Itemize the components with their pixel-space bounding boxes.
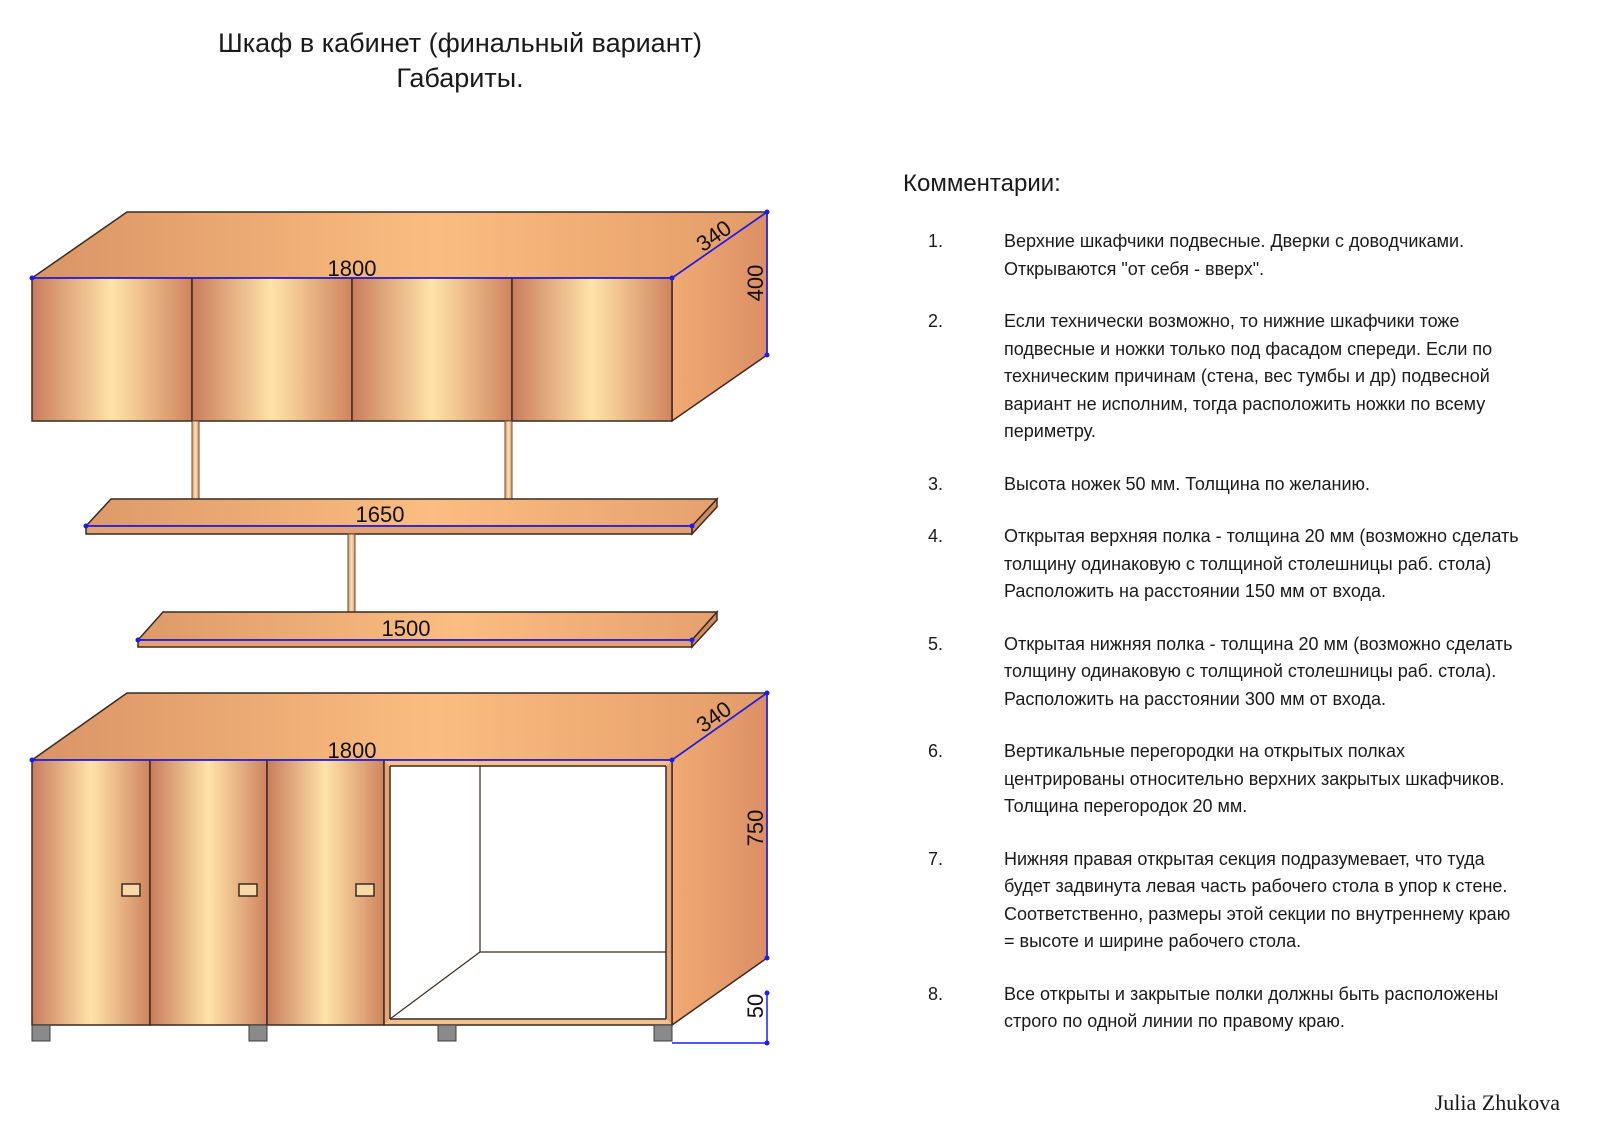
comment-text: Нижняя правая открытая секция подразумев… [1004, 848, 1511, 952]
comment-number: 2. [928, 311, 944, 331]
open-section [383, 759, 673, 1026]
door-handle [355, 883, 375, 897]
comment-number: 4. [928, 526, 944, 546]
comment-number: 3. [928, 473, 944, 494]
dim-lower-height: 750 [743, 810, 768, 847]
comment-number: 7. [928, 848, 944, 869]
drawing-subtitle: Габариты. [396, 63, 524, 93]
comment-item: 7. Нижняя правая открытая секция подразум… [928, 846, 1578, 956]
comment-number: 6. [928, 741, 944, 761]
comment-text: Верхние шкафчики подвесные. Дверки с дов… [1004, 231, 1465, 279]
upper-door [31, 277, 193, 422]
upper-cabinet [29, 210, 770, 423]
dimension-ticks [29, 209, 770, 1046]
cabinet-drawing: 1800 340 400 1650 1500 1800 340 750 50 [29, 209, 770, 1046]
comment-item: 4. Открытая верхняя полка - толщина 20 мм… [928, 523, 1578, 606]
dim-shelf-bottom: 1500 [382, 616, 431, 641]
cabinet-leg [31, 1024, 51, 1042]
comment-item: 2. Если технически возможно, то нижние шк… [928, 308, 1578, 446]
comment-text: Вертикальные перегородки на открытых пол… [1004, 741, 1505, 816]
comment-text: Высота ножек 50 мм. Толщина по желанию. [1004, 473, 1371, 494]
comment-number: 1. [928, 231, 944, 251]
drawing-title: Шкаф в кабинет (финальный вариант) [218, 28, 702, 58]
lower-cabinet-top [29, 692, 770, 761]
comment-item: 1. Верхние шкафчики подвесные. Дверки с д… [928, 228, 1578, 283]
cabinet-leg [653, 1024, 673, 1042]
dim-leg-height: 50 [743, 994, 768, 1018]
comment-number: 5. [928, 633, 944, 654]
comment-text: Открытая верхняя полка - толщина 20 мм (… [1004, 526, 1519, 601]
comment-item: 3. Высота ножек 50 мм. Толщина по желанию… [928, 471, 1578, 499]
dimension-lines [32, 211, 768, 1044]
dim-lower-width: 1800 [328, 738, 377, 763]
cabinet-leg [437, 1024, 457, 1042]
cabinet-leg [248, 1024, 268, 1042]
dim-shelf-top: 1650 [356, 502, 405, 527]
comment-item: 6. Вертикальные перегородки на открытых п… [928, 738, 1578, 821]
comment-text: Если технически возможно, то нижние шкаф… [1004, 311, 1493, 441]
author-signature: Julia Zhukova [1434, 1090, 1560, 1115]
door-handle [121, 883, 141, 897]
upper-door [191, 277, 353, 422]
upper-cabinet-top [29, 211, 770, 279]
comments-list: 1. Верхние шкафчики подвесные. Дверки с д… [928, 228, 1578, 1061]
upper-door [351, 277, 513, 422]
dim-upper-width: 1800 [328, 256, 377, 281]
comment-number: 8. [928, 983, 944, 1004]
comment-item: 5. Открытая нижняя полка - толщина 20 мм … [928, 631, 1578, 714]
dim-upper-height: 400 [743, 265, 768, 302]
door-handle [238, 883, 258, 897]
comment-text: Открытая нижняя полка - толщина 20 мм (в… [1004, 633, 1513, 709]
upper-door [511, 277, 673, 422]
comment-item: 8. Все открыты и закрытые полки должны бы… [928, 981, 1578, 1036]
comment-text: Все открыты и закрытые полки должны быть… [1004, 983, 1499, 1032]
open-shelf-bottom [136, 610, 719, 649]
lower-cabinet [29, 691, 770, 1042]
comments-heading: Комментарии: [903, 170, 1061, 197]
